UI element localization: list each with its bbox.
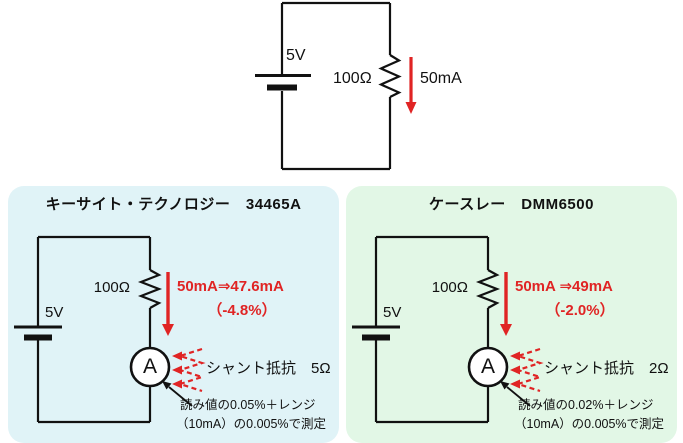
current-arrowhead-icon [500,324,512,336]
resistance-label: 100Ω [431,279,468,296]
ammeter-icon [467,346,509,388]
ammeter-label: A [480,355,495,378]
wire-loop [36,235,163,424]
main-circuit-graphic [255,1,417,171]
measured-current-text: 50mA ⇒49mA [515,278,613,295]
noise-arrowhead-icon [172,365,182,375]
accuracy-note-line2: （10mA）の0.005%で測定 [514,417,665,431]
current-arrowhead-icon [405,102,417,114]
noise-arrowhead-icon [510,365,520,375]
shunt-noise-zigzag-icon [176,347,206,393]
main-current-label: 50mA [420,70,462,87]
keithley-panel: ケースレー DMM6500 100Ω 5V A 50mA ⇒49mA （-2.0… [346,186,677,443]
accuracy-note-line2: （10mA）の0.005%で測定 [176,417,327,431]
noise-arrowhead-icon [510,379,520,389]
noise-arrowhead-icon [172,379,182,389]
accuracy-note-line1: 読み値の0.05%＋レンジ [180,398,316,412]
measured-current-text: 50mA⇒47.6mA [177,278,284,295]
ammeter-label: A [142,355,157,378]
main-voltage-label: 5V [286,47,306,64]
shunt-resistance-label: シャント抵抗 5Ω [206,360,331,377]
keithley-panel-title: ケースレー DMM6500 [429,196,594,213]
resistor-icon [475,269,501,309]
keysight-panel: キーサイト・テクノロジー 34465A 100Ω 5V A 50mA⇒47.6m… [8,186,339,443]
wire-loop [280,1,402,171]
keysight-circuit-graphic [14,235,206,424]
shunt-noise-zigzag-icon [514,347,544,393]
wire-loop [374,235,501,424]
note-pointer-arrow-icon [168,386,193,407]
noise-arrowhead-icon [510,351,520,361]
voltage-label: 5V [45,304,64,321]
current-arrowhead-icon [162,324,174,336]
note-pointer-arrow-icon [506,386,531,407]
error-percent-text: （-4.8%） [207,302,277,319]
noise-arrowhead-icon [172,351,182,361]
resistor-icon [137,269,163,309]
resistor-icon [378,54,402,98]
note-pointer-arrowhead-icon [500,381,510,390]
keysight-panel-title: キーサイト・テクノロジー 34465A [45,196,302,213]
resistance-label: 100Ω [93,279,130,296]
ammeter-icon [129,346,171,388]
keithley-circuit-graphic [352,235,544,424]
main-resistance-label: 100Ω [333,70,372,87]
note-pointer-arrowhead-icon [162,381,172,390]
error-percent-text: （-2.0%） [545,302,615,319]
accuracy-note-line1: 読み値の0.02%＋レンジ [518,398,654,412]
voltage-label: 5V [383,304,402,321]
shunt-resistance-label: シャント抵抗 2Ω [544,360,669,377]
